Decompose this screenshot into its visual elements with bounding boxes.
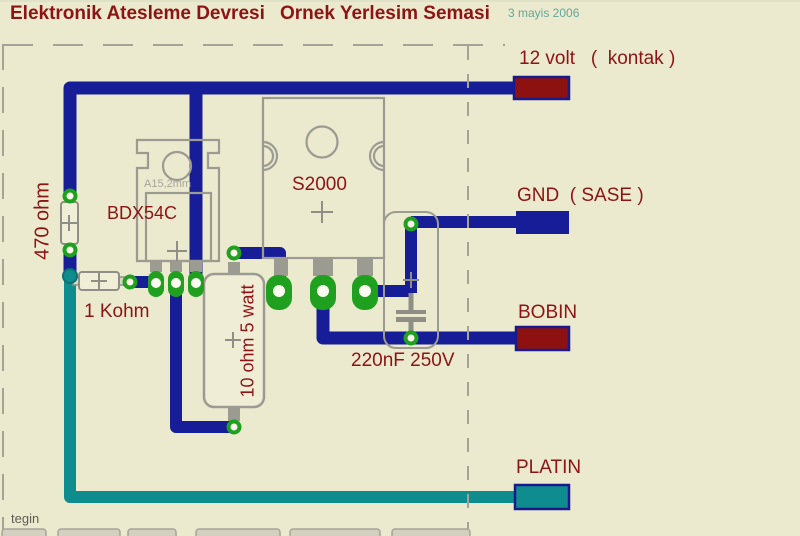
- teal-junction-pad: [62, 268, 78, 284]
- bdx54c-legs: [150, 261, 202, 272]
- cap-outline: [383, 211, 439, 349]
- s2000-outline: [261, 96, 386, 260]
- connector-label-platin: PLATIN: [516, 457, 582, 478]
- bottom-button[interactable]: [57, 528, 121, 536]
- s2000-leg-pads: [266, 275, 378, 310]
- through-hole-ring-pads: [62, 188, 419, 435]
- connector-label-bobin: BOBIN: [518, 302, 578, 323]
- pad-gnd: [516, 211, 569, 234]
- component-note-bdx54c: A15,2mm: [144, 178, 192, 190]
- bottom-button[interactable]: [391, 528, 471, 536]
- pad-bobin: [514, 325, 571, 352]
- page-title-left: Elektronik Atesleme Devresi: [10, 3, 265, 24]
- bottom-button-row[interactable]: [1, 528, 471, 536]
- component-label-1kohm: 1 Kohm: [84, 301, 150, 322]
- board-dashed-border: [2, 44, 505, 536]
- pad-platin: [513, 483, 571, 511]
- r10-leads: [228, 262, 240, 421]
- cap-symbol: [396, 293, 426, 336]
- bottom-button[interactable]: [1, 528, 47, 536]
- date-label: 3 mayis 2006: [508, 6, 580, 20]
- bdx54c-leg-pads: [148, 271, 204, 297]
- component-label-470ohm: 470 ohm: [31, 182, 54, 260]
- component-label-s2000: S2000: [292, 174, 347, 195]
- bottom-button[interactable]: [127, 528, 177, 536]
- window-top-edge: [0, 0, 800, 2]
- component-label-cap: 220nF 250V: [351, 350, 455, 371]
- author-signature: tegin: [11, 511, 40, 526]
- bdx54c-outline: [135, 138, 221, 263]
- connector-label-12v: 12 volt ( kontak ): [519, 48, 676, 69]
- trace-platin-teal: [64, 274, 517, 503]
- component-origin-crosses: [61, 201, 419, 348]
- bottom-button[interactable]: [289, 528, 381, 536]
- page-title-right: Ornek Yerlesim Semasi: [280, 3, 490, 24]
- component-label-10ohm: 10 ohm 5 watt: [237, 284, 258, 398]
- component-label-bdx54c: BDX54C: [107, 203, 178, 223]
- trace-gnd-net: [365, 216, 518, 297]
- pad-12v: [512, 75, 571, 101]
- bottom-button[interactable]: [195, 528, 281, 536]
- connector-label-gnd: GND ( SASE ): [517, 185, 644, 206]
- s2000-legs: [274, 257, 373, 276]
